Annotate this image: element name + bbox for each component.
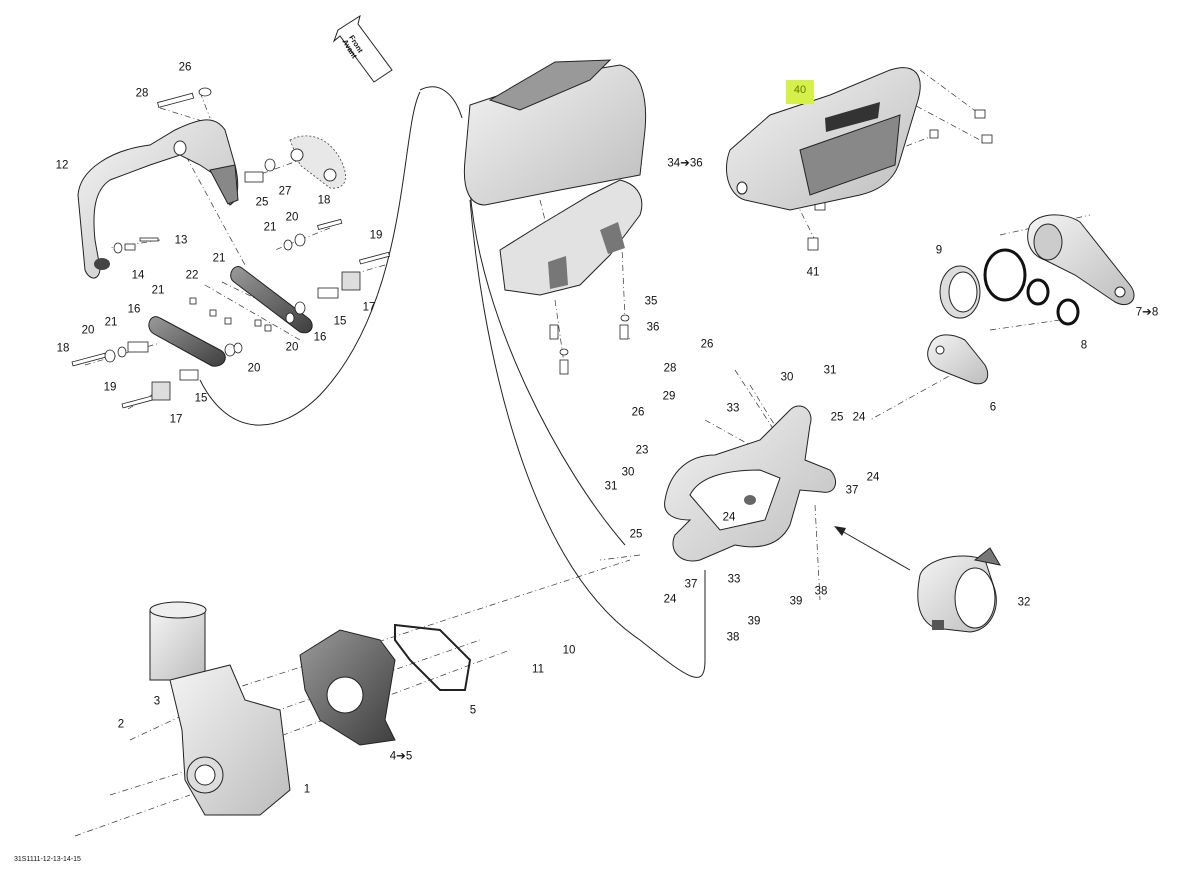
callout-18[interactable]: 18 [56, 342, 70, 355]
callout-15[interactable]: 15 [194, 392, 208, 405]
part-32-pointer-arrow [834, 526, 911, 571]
part-16-link-upper[interactable] [230, 266, 313, 334]
part-4-cover-plate[interactable] [299, 629, 396, 746]
callout-16[interactable]: 16 [127, 303, 141, 316]
callout-17[interactable]: 17 [362, 301, 376, 314]
callout-26[interactable]: 26 [178, 61, 192, 74]
callout-19[interactable]: 19 [103, 381, 117, 394]
callout-21[interactable]: 21 [263, 221, 277, 234]
callout-28[interactable]: 28 [135, 87, 149, 100]
front-direction-arrow [332, 14, 393, 83]
callout-37[interactable]: 37 [684, 578, 698, 591]
callout-10[interactable]: 10 [562, 644, 576, 657]
callout-20[interactable]: 20 [81, 324, 95, 337]
callout-14[interactable]: 14 [131, 269, 145, 282]
callout-5[interactable]: 5 [469, 704, 477, 717]
callout-31[interactable]: 31 [823, 364, 837, 377]
callout-31[interactable]: 31 [604, 480, 618, 493]
callout-20[interactable]: 20 [247, 362, 261, 375]
callout-19[interactable]: 19 [369, 229, 383, 242]
callout-34-36[interactable]: 34➔36 [667, 157, 703, 170]
callout-36[interactable]: 36 [646, 321, 660, 334]
callout-21[interactable]: 21 [212, 252, 226, 265]
callout-4-5[interactable]: 4➔5 [389, 750, 413, 763]
callout-35[interactable]: 35 [644, 295, 658, 308]
callout-8[interactable]: 8 [1080, 339, 1088, 352]
callout-41[interactable]: 41 [806, 266, 820, 279]
part-40-muffler[interactable] [726, 67, 921, 211]
part-32-sleeve[interactable] [917, 547, 1001, 633]
callout-2[interactable]: 2 [117, 718, 125, 731]
callout-26[interactable]: 26 [631, 406, 645, 419]
part-34-heat-shield[interactable] [499, 179, 643, 296]
part-5-gasket[interactable] [394, 623, 472, 691]
callout-1[interactable]: 1 [303, 783, 311, 796]
callout-24[interactable]: 24 [722, 511, 736, 524]
callout-12[interactable]: 12 [55, 159, 69, 172]
callout-26[interactable]: 26 [700, 338, 714, 351]
callout-37[interactable]: 37 [845, 484, 859, 497]
callout-25[interactable]: 25 [830, 411, 844, 424]
callout-32[interactable]: 32 [1017, 596, 1031, 609]
callout-25[interactable]: 25 [629, 528, 643, 541]
callout-22[interactable]: 22 [185, 269, 199, 282]
diagram-reference-code: 31S1111-12-13-14-15 [14, 856, 81, 863]
part-6-flange[interactable] [927, 334, 989, 385]
part-27-bracket[interactable] [289, 135, 346, 189]
part-8-gaskets[interactable] [983, 248, 1080, 326]
callout-38[interactable]: 38 [726, 631, 740, 644]
callout-3[interactable]: 3 [153, 695, 161, 708]
part-7-exhaust-outlet[interactable] [1027, 214, 1135, 306]
part-23-support-bracket[interactable] [664, 405, 837, 562]
callout-17[interactable]: 17 [169, 413, 183, 426]
callout-25[interactable]: 25 [255, 196, 269, 209]
callout-29[interactable]: 29 [662, 390, 676, 403]
callout-7-8[interactable]: 7➔8 [1135, 306, 1159, 319]
callout-30[interactable]: 30 [780, 371, 794, 384]
callout-18[interactable]: 18 [317, 194, 331, 207]
callout-20[interactable]: 20 [285, 211, 299, 224]
callout-40-highlighted[interactable]: 40 [785, 80, 815, 104]
callout-33[interactable]: 33 [726, 402, 740, 415]
callout-20[interactable]: 20 [285, 341, 299, 354]
callout-9[interactable]: 9 [935, 244, 943, 257]
callout-16[interactable]: 16 [313, 331, 327, 344]
callout-30[interactable]: 30 [621, 466, 635, 479]
part-34-muffler-cover[interactable] [463, 59, 647, 206]
callout-33[interactable]: 33 [727, 573, 741, 586]
callout-39[interactable]: 39 [747, 615, 761, 628]
callout-21[interactable]: 21 [151, 284, 165, 297]
callout-15[interactable]: 15 [333, 315, 347, 328]
callout-27[interactable]: 27 [278, 185, 292, 198]
callout-38[interactable]: 38 [814, 585, 828, 598]
part-9-clamp[interactable] [939, 265, 981, 319]
callout-11[interactable]: 11 [532, 663, 544, 676]
callout-21[interactable]: 21 [104, 316, 118, 329]
callout-39[interactable]: 39 [789, 595, 803, 608]
callout-28[interactable]: 28 [663, 362, 677, 375]
callout-13[interactable]: 13 [174, 234, 188, 247]
part-12-handle[interactable] [77, 119, 239, 279]
callout-6[interactable]: 6 [989, 401, 997, 414]
callout-24[interactable]: 24 [866, 471, 880, 484]
callout-24[interactable]: 24 [852, 411, 866, 424]
part-16-link-lower[interactable] [148, 316, 226, 367]
part-1-actuator[interactable] [149, 601, 291, 816]
callout-24[interactable]: 24 [663, 593, 677, 606]
callout-23[interactable]: 23 [635, 444, 649, 457]
